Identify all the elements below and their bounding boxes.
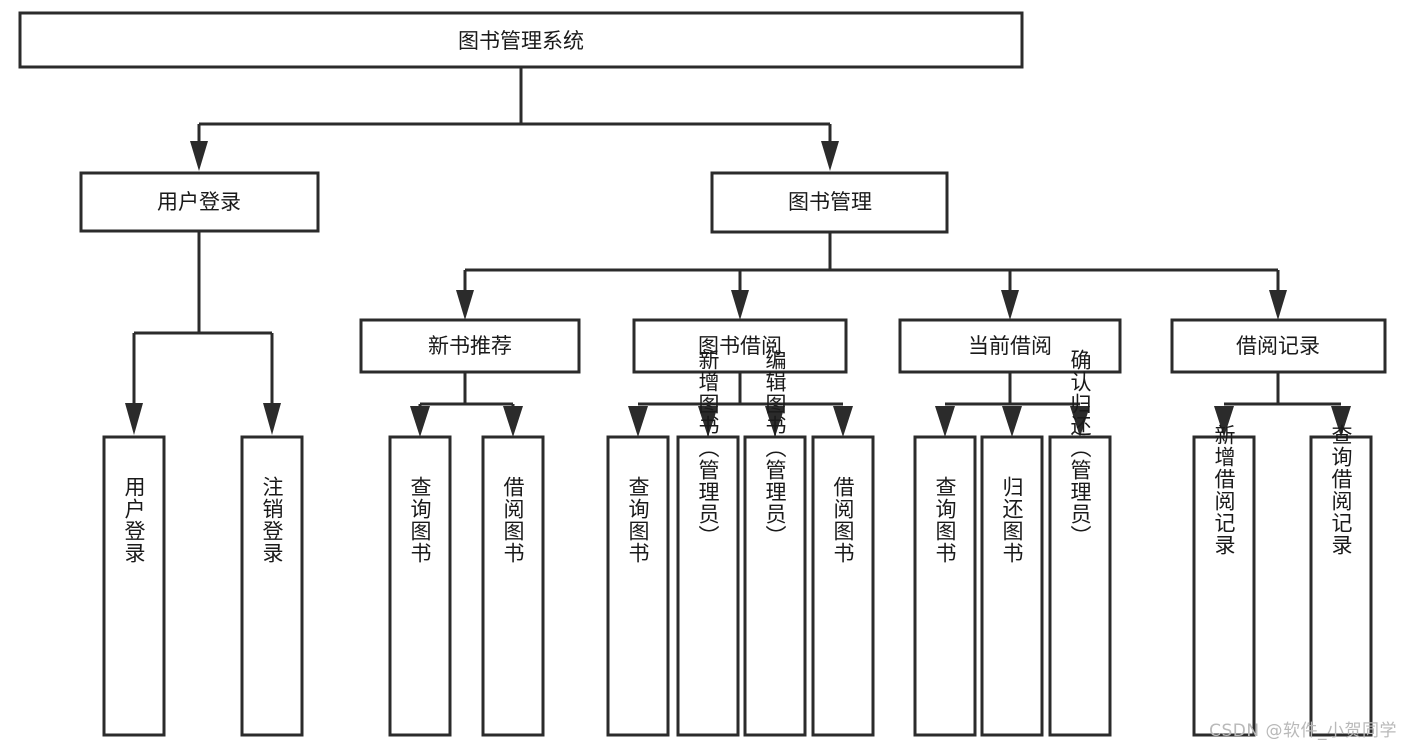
- leaf-newbook-query-label: 查询图书: [408, 476, 432, 564]
- leaf-user-login-login-rect: [102, 435, 166, 737]
- arrow-head-book-mgmt: [821, 141, 839, 171]
- leaf-node-user-login-login[interactable]: 用户登录: [102, 435, 166, 737]
- node-user-login[interactable]: 用户登录: [79, 171, 320, 233]
- arrow-head-borrowrecord-leaf-1: [1214, 406, 1234, 437]
- leaf-currentborrow-query-rect: [913, 435, 977, 737]
- leaf-node-currentborrow-confirm[interactable]: 确认归还（管理员）: [1048, 349, 1112, 737]
- leaf-node-user-login-logout[interactable]: 注销登录: [240, 435, 304, 737]
- node-root-rect: [18, 11, 1024, 69]
- leaf-currentborrow-return-label: 归还图书: [1000, 476, 1024, 564]
- leaf-node-bookborrow-add[interactable]: 新增图书（管理员）: [676, 349, 740, 737]
- leaf-newbook-query-rect: [388, 435, 452, 737]
- arrow-head-user-login: [190, 141, 208, 171]
- node-borrow-record-label: 借阅记录: [1236, 334, 1320, 358]
- arrow-head-leaf-logout: [263, 403, 281, 435]
- node-book-management-label: 图书管理: [788, 190, 872, 214]
- node-book-borrow-label: 图书借阅: [698, 334, 782, 358]
- node-current-borrow-label: 当前借阅: [968, 334, 1052, 358]
- leaf-bookborrow-edit-rect: [743, 435, 807, 737]
- arrow-head-currentborrow-leaf-1: [935, 406, 955, 437]
- node-user-login-rect: [79, 171, 320, 233]
- arrow-head-currentborrow-leaf-2: [1002, 406, 1022, 437]
- node-new-book-recommend-rect: [359, 318, 581, 374]
- leaf-node-newbook-borrow[interactable]: 借阅图书: [481, 435, 545, 737]
- node-book-management[interactable]: 图书管理: [710, 171, 949, 234]
- arrow-head-borrowrecord-leaf-2: [1331, 406, 1351, 437]
- node-book-management-rect: [710, 171, 949, 234]
- leaf-bookborrow-edit-label: 编辑图书（管理员）: [763, 349, 787, 547]
- arrow-head-newbook-leaf-1: [410, 406, 430, 437]
- node-book-borrow[interactable]: 图书借阅: [632, 318, 848, 374]
- node-new-book-recommend[interactable]: 新书推荐: [359, 318, 581, 374]
- node-borrow-record-rect: [1170, 318, 1387, 374]
- arrow-head-new-book: [456, 290, 474, 320]
- arrow-head-bookborrow-leaf-2: [698, 406, 718, 437]
- arrow-head-leaf-user-login: [125, 403, 143, 435]
- leaf-bookborrow-borrow-rect: [811, 435, 875, 737]
- leaf-node-newbook-query[interactable]: 查询图书: [388, 435, 452, 737]
- arrow-head-bookborrow-leaf-3: [765, 406, 785, 437]
- leaf-node-currentborrow-query[interactable]: 查询图书: [913, 435, 977, 737]
- leaf-borrowrecord-add-label: 新增借阅记录: [1212, 424, 1236, 556]
- leaf-node-borrowrecord-add[interactable]: 新增借阅记录: [1192, 424, 1256, 737]
- leaf-node-bookborrow-query[interactable]: 查询图书: [606, 435, 670, 737]
- node-root-label: 图书管理系统: [458, 29, 584, 53]
- leaf-user-login-logout-rect: [240, 435, 304, 737]
- leaf-currentborrow-confirm-rect: [1048, 435, 1112, 737]
- arrow-head-current-borrow: [1001, 290, 1019, 320]
- leaf-bookborrow-add-label: 新增图书（管理员）: [696, 349, 720, 547]
- node-current-borrow-rect: [898, 318, 1122, 374]
- node-user-login-label: 用户登录: [157, 190, 241, 214]
- leaf-newbook-borrow-label: 借阅图书: [501, 476, 525, 564]
- leaf-bookborrow-borrow-label: 借阅图书: [831, 476, 855, 564]
- leaf-user-login-login-label: 用户登录: [122, 476, 146, 564]
- leaf-borrowrecord-query-label: 查询借阅记录: [1329, 424, 1353, 556]
- node-borrow-record[interactable]: 借阅记录: [1170, 318, 1387, 374]
- leaf-bookborrow-query-label: 查询图书: [626, 476, 650, 564]
- leaf-currentborrow-query-label: 查询图书: [933, 476, 957, 564]
- arrow-head-book-borrow: [731, 290, 749, 320]
- leaf-bookborrow-add-rect: [676, 435, 740, 737]
- arrow-head-newbook-leaf-2: [503, 406, 523, 437]
- node-new-book-recommend-label: 新书推荐: [428, 334, 512, 358]
- leaf-currentborrow-confirm-label: 确认归还（管理员）: [1068, 349, 1092, 547]
- arrow-head-bookborrow-leaf-4: [833, 406, 853, 437]
- leaf-node-bookborrow-borrow[interactable]: 借阅图书: [811, 435, 875, 737]
- arrow-head-bookborrow-leaf-1: [628, 406, 648, 437]
- leaf-bookborrow-query-rect: [606, 435, 670, 737]
- leaf-user-login-logout-label: 注销登录: [260, 476, 284, 564]
- leaf-node-bookborrow-edit[interactable]: 编辑图书（管理员）: [743, 349, 807, 737]
- leaf-currentborrow-return-rect: [980, 435, 1044, 737]
- leaf-node-borrowrecord-query[interactable]: 查询借阅记录: [1309, 424, 1373, 737]
- leaf-borrowrecord-query-rect: [1309, 435, 1373, 737]
- leaf-newbook-borrow-rect: [481, 435, 545, 737]
- leaf-node-currentborrow-return[interactable]: 归还图书: [980, 435, 1044, 737]
- arrow-head-currentborrow-leaf-3: [1070, 406, 1090, 437]
- node-book-borrow-rect: [632, 318, 848, 374]
- arrow-head-borrow-record: [1269, 290, 1287, 320]
- leaf-borrowrecord-add-rect: [1192, 435, 1256, 737]
- node-current-borrow[interactable]: 当前借阅: [898, 318, 1122, 374]
- node-root-system[interactable]: 图书管理系统: [18, 11, 1024, 69]
- connector-layer: [125, 67, 1351, 437]
